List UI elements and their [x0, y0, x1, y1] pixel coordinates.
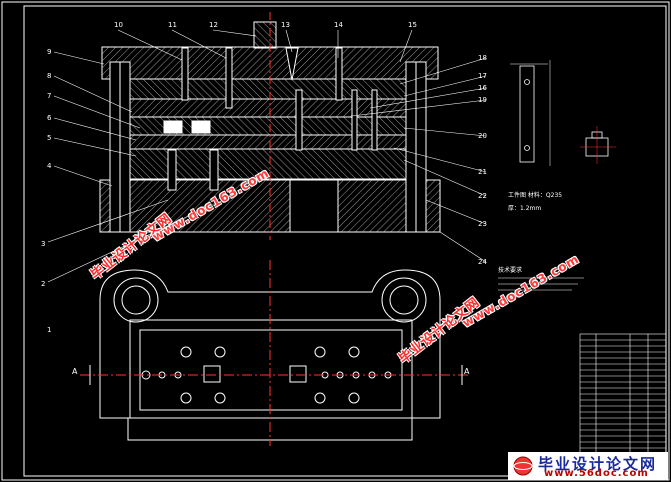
callout-7: 7 — [47, 92, 51, 100]
tech-requirements-lines — [498, 277, 584, 291]
rubber-block-left — [163, 120, 183, 134]
guide-bushing-right — [381, 277, 427, 323]
title-block — [579, 333, 667, 477]
callout-1: 1 — [47, 326, 51, 334]
callout-10: 10 — [114, 21, 123, 29]
callout-13: 13 — [281, 21, 290, 29]
callout-15: 15 — [408, 21, 417, 29]
callout-24: 24 — [478, 258, 487, 266]
callout-11: 11 — [168, 21, 177, 29]
callout-12: 12 — [209, 21, 218, 29]
guide-plate — [129, 134, 407, 150]
globe-logo-icon — [513, 456, 533, 476]
center-punch-tip — [285, 47, 299, 81]
callout-17: 17 — [478, 72, 487, 80]
tech-requirements-title: 技术要求 — [498, 266, 522, 274]
workpiece-note: 工件图 材料：Q235 — [508, 191, 562, 199]
die-section-view — [99, 12, 441, 240]
callout-6: 6 — [47, 114, 52, 122]
callout-4: 4 — [47, 162, 52, 170]
callout-9: 9 — [47, 48, 51, 56]
plate-outline — [99, 269, 441, 419]
rubber-block-mid — [191, 120, 211, 134]
lower-seat-opening — [289, 179, 339, 233]
die-plan-view — [80, 260, 470, 446]
footer-site-name: 毕业设计论文网 — [538, 455, 658, 473]
footer-site-url: www.56doc.com — [544, 468, 649, 479]
die-shank — [253, 21, 277, 49]
section-leader-lines — [47, 29, 487, 283]
die-plate-outline — [129, 319, 413, 419]
callout-21: 21 — [478, 168, 487, 176]
callout-23: 23 — [478, 220, 487, 228]
guide-bushing-left — [113, 277, 159, 323]
callout-16: 16 — [478, 84, 487, 92]
pin-left — [225, 47, 233, 109]
punch-backing-plate — [129, 78, 407, 100]
callout-20: 20 — [478, 132, 487, 140]
callout-8: 8 — [47, 72, 51, 80]
section-mark-right: A — [464, 367, 470, 376]
section-mark-left: A — [72, 367, 78, 376]
callout-22: 22 — [478, 192, 487, 200]
callout-14: 14 — [334, 21, 343, 29]
callout-2: 2 — [41, 280, 45, 288]
drawing-inner-frame — [23, 5, 667, 477]
screw-right — [335, 47, 343, 101]
site-footer-badge: 毕业设计论文网 www.56doc.com — [508, 452, 668, 480]
callout-5: 5 — [47, 134, 51, 142]
callout-18: 18 — [478, 54, 487, 62]
workpiece-detail — [510, 60, 616, 166]
thickness-note: 厚：1.2mm — [508, 205, 541, 212]
callout-19: 19 — [478, 96, 487, 104]
screw-left — [181, 47, 189, 101]
callout-3: 3 — [41, 240, 45, 248]
